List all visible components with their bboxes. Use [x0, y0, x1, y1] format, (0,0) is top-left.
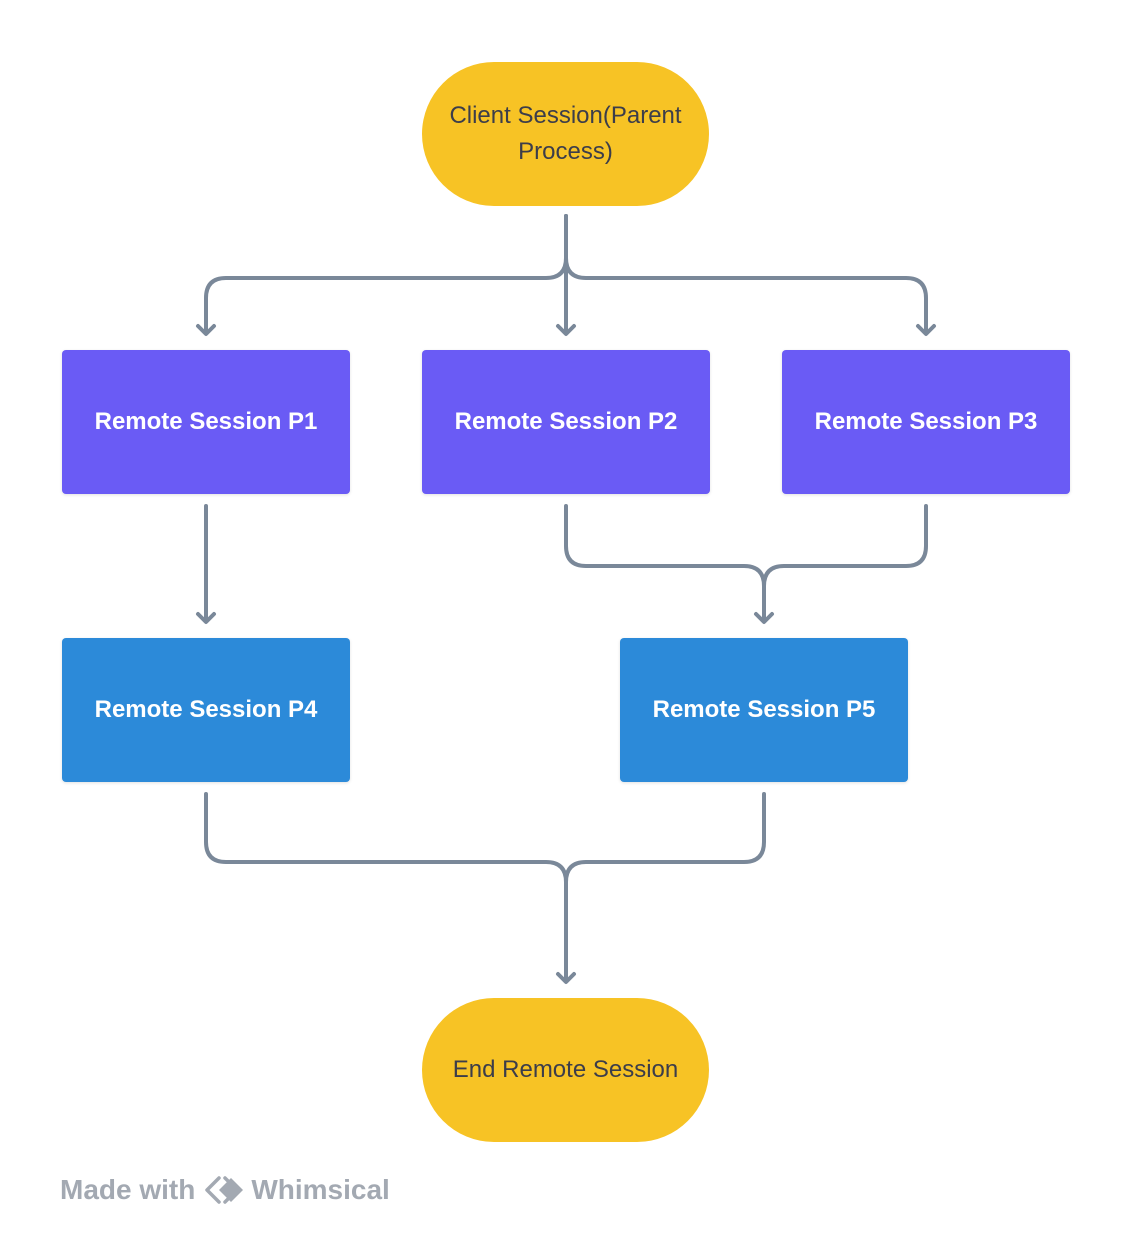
node-remote-session-p2[interactable]: Remote Session P2 [422, 350, 710, 494]
node-remote-session-p5[interactable]: Remote Session P5 [620, 638, 908, 782]
node-remote-session-p3-label: Remote Session P3 [814, 408, 1038, 435]
whimsical-logo-icon [205, 1176, 244, 1204]
node-end-remote-session-label: End Remote Session [452, 1056, 679, 1083]
made-with-footer[interactable]: Made with Whimsical [60, 1170, 390, 1210]
node-client-session-label: Client Session(Parent Process) [449, 102, 682, 165]
node-remote-session-p3[interactable]: Remote Session P3 [782, 350, 1070, 494]
connector-start-to-p3 [564, 214, 928, 334]
node-end-remote-session[interactable]: End Remote Session [422, 998, 709, 1142]
connector-p2-to-p5 [564, 504, 766, 622]
whimsical-brand: Whimsical [205, 1174, 390, 1206]
arrowhead-p4 [196, 612, 216, 624]
arrowhead-p1 [196, 324, 216, 336]
node-remote-session-p4[interactable]: Remote Session P4 [62, 638, 350, 782]
connector-start-to-p1 [204, 214, 568, 334]
node-remote-session-p2-label: Remote Session P2 [454, 408, 678, 435]
node-remote-session-p4-label: Remote Session P4 [94, 696, 318, 723]
node-remote-session-p1-label: Remote Session P1 [94, 408, 318, 435]
made-with-label: Made with [60, 1174, 196, 1205]
arrowhead-p5 [754, 612, 774, 624]
connector-p5-to-end [564, 792, 766, 982]
connector-p3-to-p5 [762, 504, 928, 622]
node-remote-session-p1[interactable]: Remote Session P1 [62, 350, 350, 494]
arrowhead-p2 [556, 324, 576, 336]
connector-p4-to-end [204, 792, 568, 982]
node-remote-session-p5-label: Remote Session P5 [652, 696, 876, 723]
arrowhead-end [556, 972, 576, 984]
whimsical-brand-label: Whimsical [251, 1174, 390, 1205]
node-client-session[interactable]: Client Session(Parent Process) [422, 62, 709, 206]
arrowhead-p3 [916, 324, 936, 336]
